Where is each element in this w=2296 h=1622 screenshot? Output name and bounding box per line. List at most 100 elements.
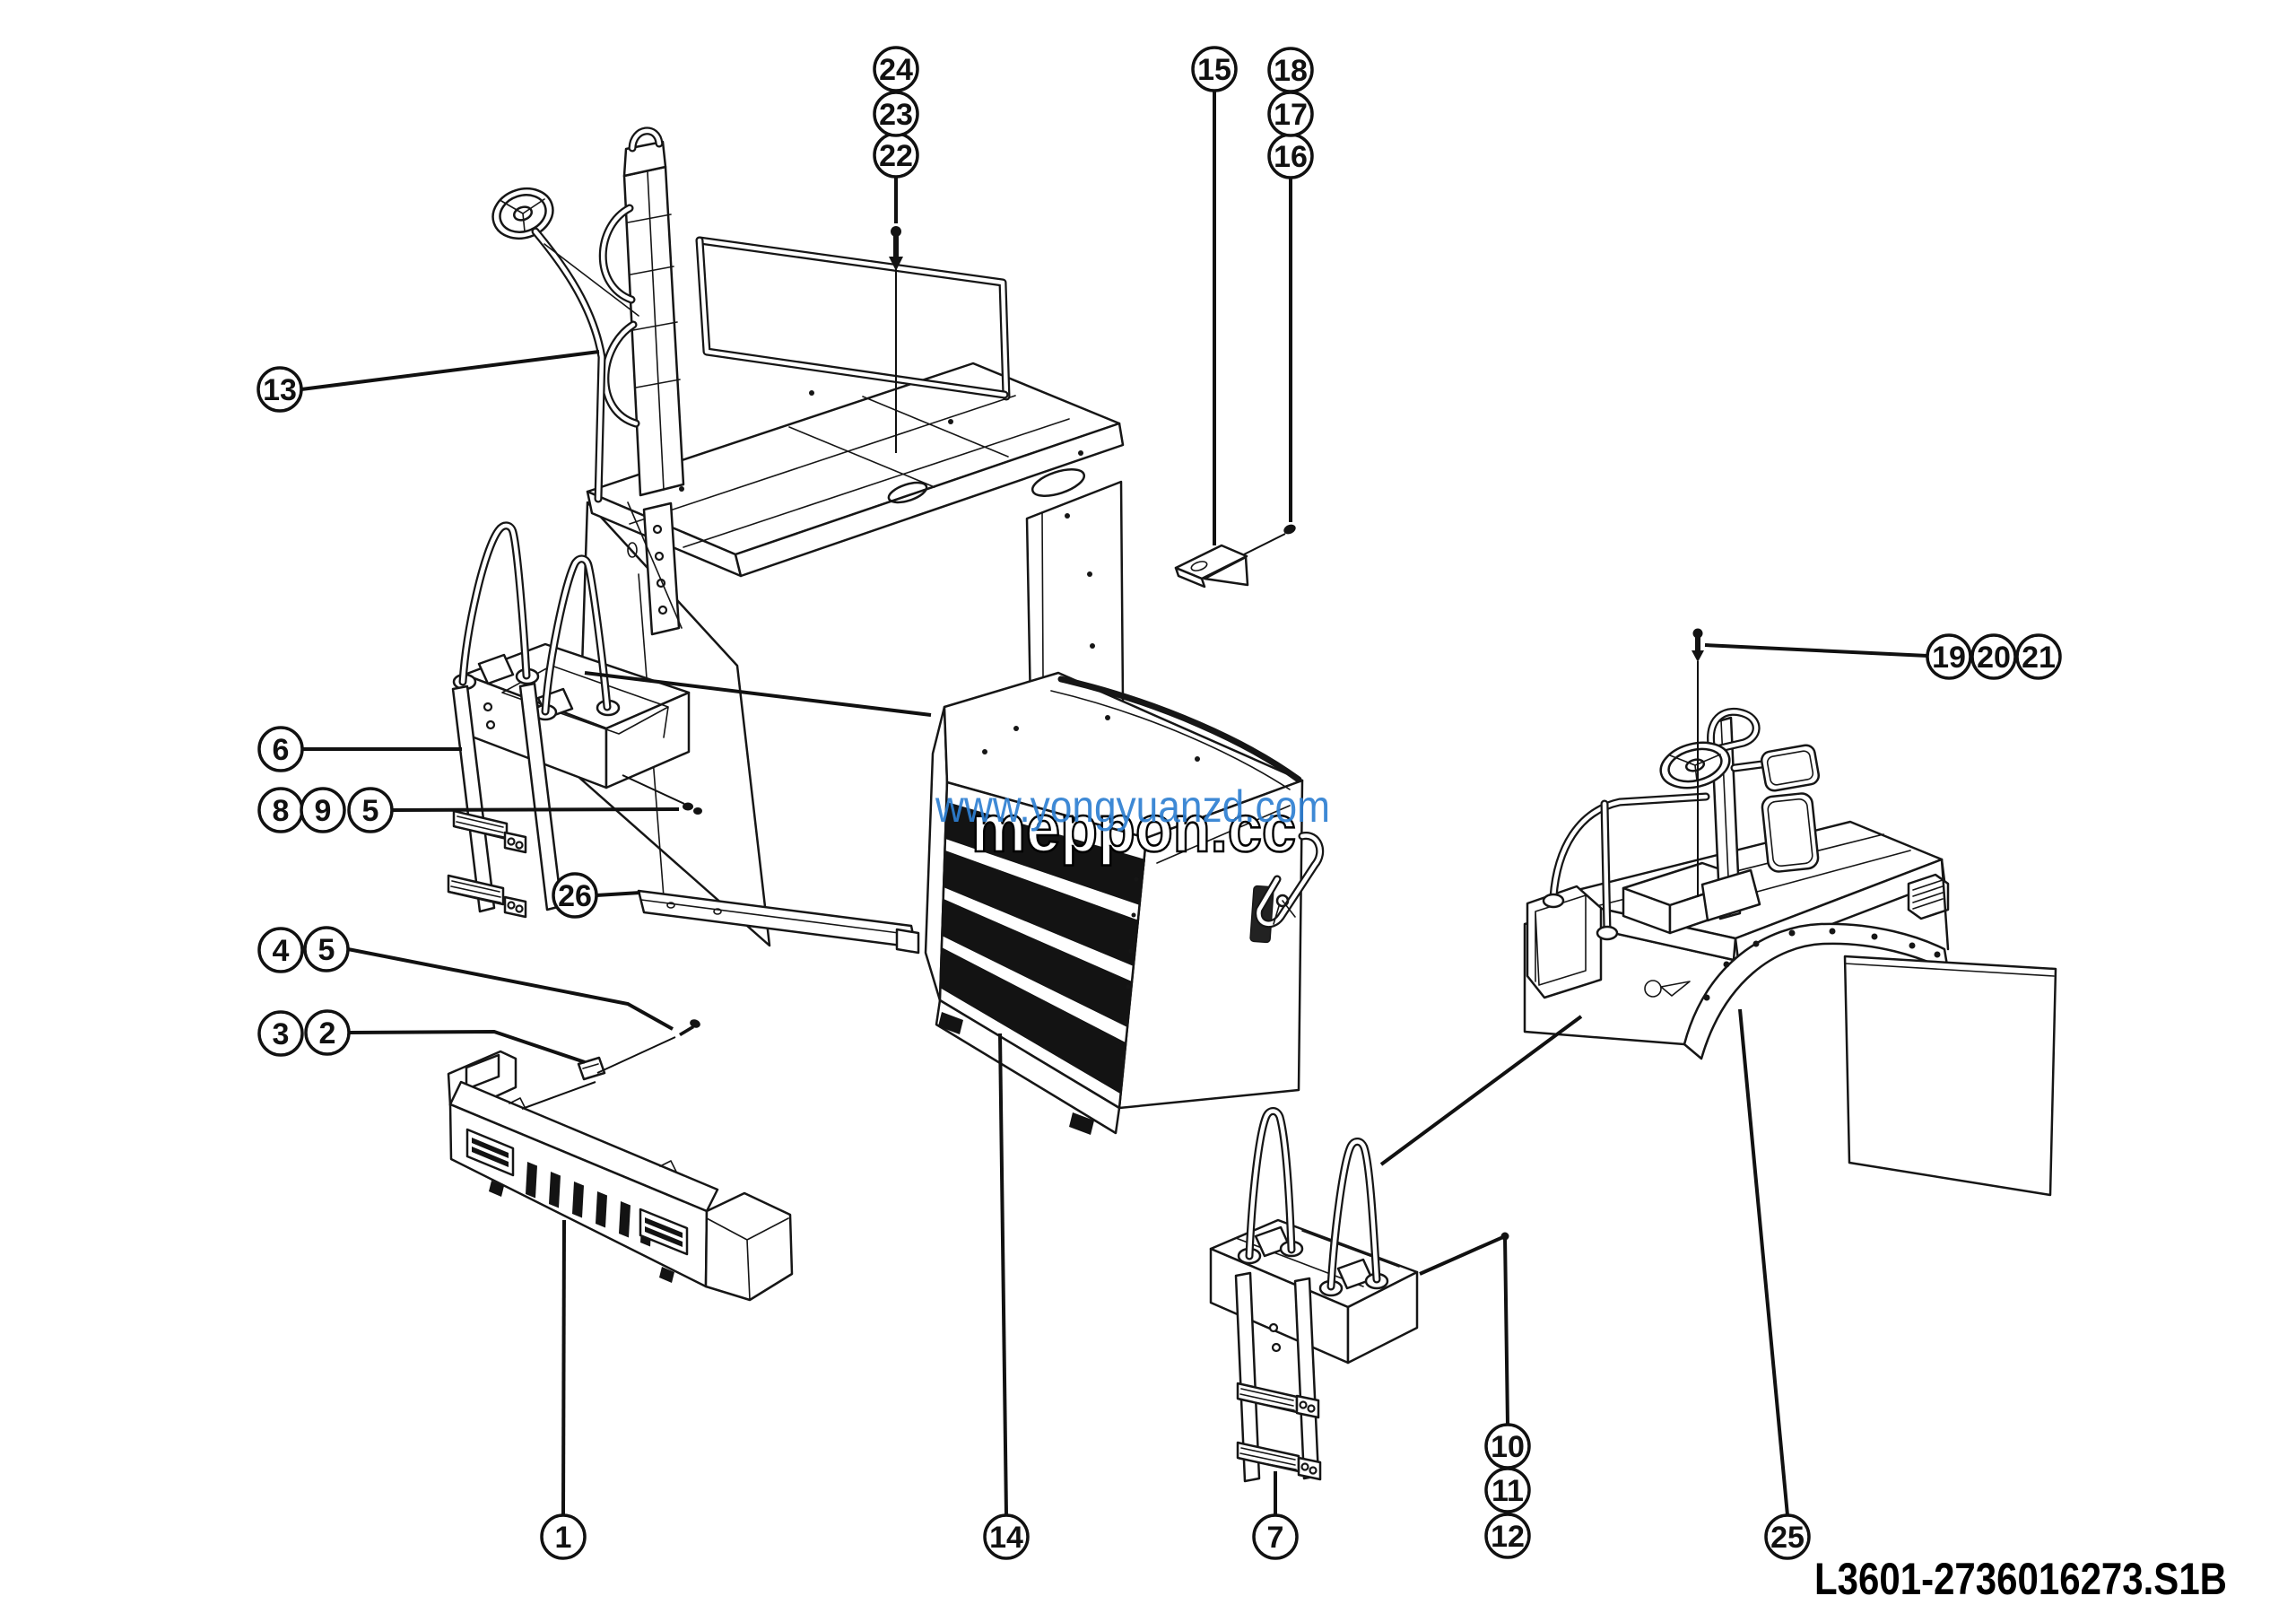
svg-text:11: 11	[1492, 1474, 1524, 1508]
svg-text:15: 15	[1197, 53, 1231, 87]
rear-handrail	[1542, 792, 1710, 941]
callout-19[interactable]: 19	[1926, 633, 1972, 680]
toolbox	[1526, 885, 1603, 999]
svg-text:10: 10	[1491, 1430, 1525, 1464]
callout-16[interactable]: 16	[1267, 133, 1314, 179]
mount-bracket	[1174, 544, 1249, 589]
leader-line	[1704, 643, 1928, 658]
leader-line	[622, 774, 685, 805]
svg-text:23: 23	[879, 98, 913, 132]
svg-text:6: 6	[273, 733, 290, 767]
callout-25[interactable]: 25	[1764, 1513, 1811, 1560]
steering-mast	[598, 126, 685, 497]
svg-text:16: 16	[1274, 140, 1308, 174]
drawing-number: L3601-2736016273.S1B	[1814, 1554, 2227, 1604]
engine-hood	[924, 671, 1325, 1135]
watermark-brand-text: meppon.cc	[971, 791, 1296, 866]
svg-text:8: 8	[273, 794, 290, 828]
svg-text:24: 24	[879, 53, 913, 87]
leader-line	[347, 947, 674, 1031]
svg-text:18: 18	[1274, 54, 1308, 88]
svg-text:5: 5	[318, 933, 335, 967]
callout-20[interactable]: 20	[1970, 633, 2017, 680]
leader-line	[1419, 1233, 1509, 1426]
callout-23[interactable]: 23	[873, 91, 919, 137]
svg-text:9: 9	[315, 794, 332, 828]
leader-lines	[300, 91, 1928, 1516]
platform-railing	[695, 236, 1011, 401]
operator-platform-assembly	[491, 126, 1126, 947]
callout-22[interactable]: 22	[873, 132, 919, 179]
leader-line	[1738, 1008, 1789, 1516]
leader-line	[596, 1036, 676, 1074]
leader-line	[561, 1219, 566, 1516]
bolt-icon	[1692, 628, 1704, 662]
leader-line	[1243, 533, 1286, 555]
front-bumper	[447, 1050, 794, 1302]
left-step-ladder-assembly	[447, 521, 691, 919]
rear-steering-wheel-icon	[1659, 741, 1731, 789]
callout-17[interactable]: 17	[1267, 91, 1314, 137]
callout-2[interactable]: 2	[304, 1009, 351, 1056]
svg-text:17: 17	[1274, 98, 1308, 132]
callout-18[interactable]: 18	[1267, 47, 1314, 93]
svg-text:26: 26	[558, 879, 592, 913]
svg-text:5: 5	[362, 794, 379, 828]
leader-line	[300, 350, 600, 391]
callout-1[interactable]: 1	[540, 1513, 587, 1560]
callout-11[interactable]: 11	[1484, 1467, 1531, 1513]
mirror-icon	[1730, 744, 1821, 873]
callout-7[interactable]: 7	[1252, 1513, 1299, 1560]
callout-4[interactable]: 4	[257, 927, 304, 973]
hood-grille	[940, 802, 1145, 1094]
watermark-url-text: www.yongyuanzd.com	[935, 781, 1330, 832]
leader-line	[998, 1033, 1008, 1516]
callout-15[interactable]: 15	[1191, 46, 1238, 92]
rear-fender-assembly	[1523, 707, 2057, 1197]
bolt-icon	[679, 1019, 700, 1036]
leader-line	[1379, 1015, 1583, 1166]
svg-text:20: 20	[1977, 641, 2011, 675]
bolt-icon	[889, 226, 903, 271]
svg-text:25: 25	[1770, 1521, 1805, 1555]
callout-13[interactable]: 13	[257, 366, 303, 413]
leader-line	[584, 671, 932, 717]
svg-text:12: 12	[1491, 1520, 1525, 1554]
callout-12[interactable]: 12	[1484, 1513, 1531, 1559]
svg-text:22: 22	[879, 139, 913, 173]
leader-line	[521, 1081, 596, 1110]
clamp-plate	[577, 1056, 606, 1081]
svg-text:4: 4	[273, 934, 290, 968]
callout-5[interactable]: 5	[303, 926, 350, 972]
svg-text:21: 21	[2022, 641, 2056, 675]
svg-text:14: 14	[989, 1521, 1023, 1555]
callout-24[interactable]: 24	[873, 46, 919, 92]
callout-10[interactable]: 10	[1484, 1423, 1531, 1469]
callout-21[interactable]: 21	[2015, 633, 2062, 680]
support-tray	[637, 889, 920, 955]
svg-text:1: 1	[555, 1521, 572, 1555]
svg-text:13: 13	[263, 373, 297, 407]
svg-text:19: 19	[1932, 641, 1966, 675]
callout-14[interactable]: 14	[983, 1513, 1030, 1560]
watermark: meppon.cc www.yongyuanzd.com	[935, 781, 1330, 867]
steering-wheel-icon	[491, 187, 639, 503]
callout-26[interactable]: 26	[552, 872, 598, 919]
callout-9[interactable]: 9	[300, 787, 346, 833]
rear-panel	[1843, 955, 2057, 1197]
svg-text:2: 2	[319, 1016, 336, 1051]
svg-text:3: 3	[273, 1017, 290, 1051]
bolt-icon	[1283, 524, 1296, 535]
hood-handle-hook	[1254, 832, 1325, 929]
leader-line	[348, 1029, 586, 1064]
svg-text:7: 7	[1267, 1521, 1284, 1555]
leader-line	[596, 891, 641, 897]
callout-3[interactable]: 3	[257, 1010, 304, 1057]
callout-5[interactable]: 5	[347, 787, 394, 833]
callout-6[interactable]: 6	[257, 726, 304, 772]
callout-8[interactable]: 8	[257, 787, 304, 833]
bolt-icon	[683, 802, 702, 815]
leader-line	[391, 807, 680, 812]
